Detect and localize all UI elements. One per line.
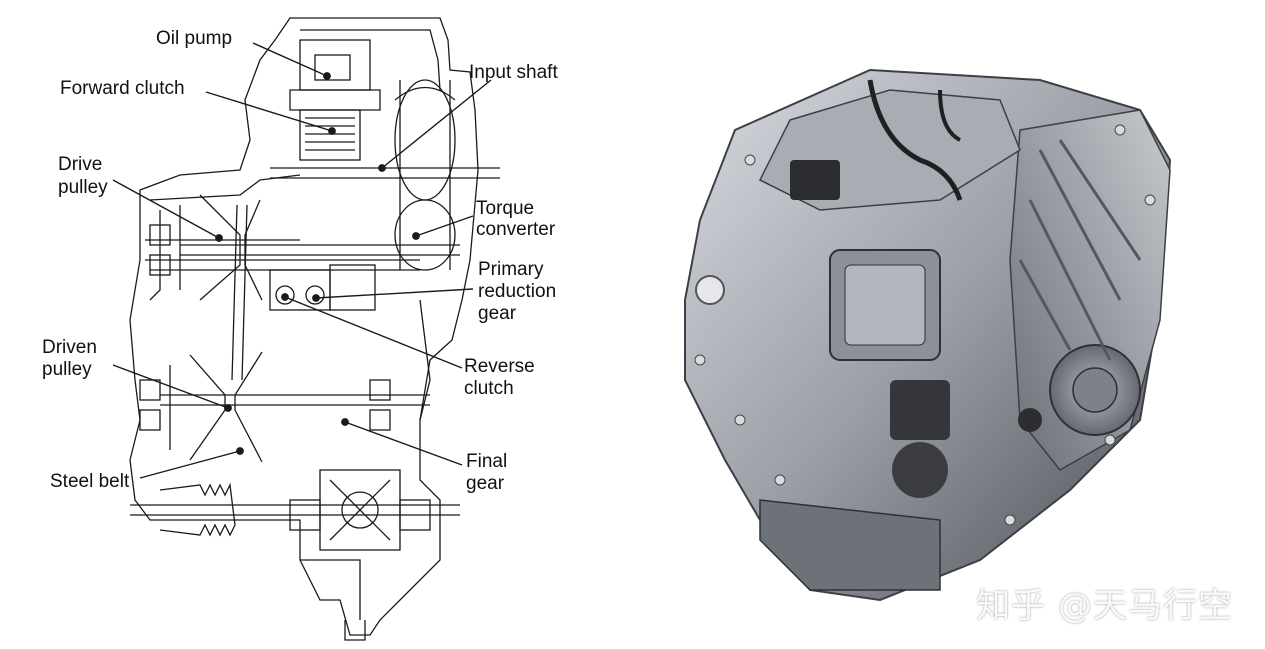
label-input-shaft: Input shaft bbox=[469, 62, 558, 83]
cvt-cross-section-diagram: Oil pump Forward clutch Input shaft Driv… bbox=[42, 17, 558, 641]
label-reverse-clutch-line1: Reverse bbox=[464, 356, 535, 377]
label-steel-belt: Steel belt bbox=[50, 471, 130, 492]
label-drive-pulley-line2: pulley bbox=[58, 177, 108, 198]
transmission-illustration bbox=[684, 68, 1172, 602]
label-primary-reduction-line3: gear bbox=[478, 303, 517, 324]
label-primary-reduction-line1: Primary bbox=[478, 259, 544, 280]
diagram-drawing bbox=[112, 17, 500, 641]
label-reverse-clutch-line2: clutch bbox=[464, 378, 514, 399]
watermark-text: 知乎 @天马行空 bbox=[976, 586, 1233, 626]
label-final-gear-line1: Final bbox=[466, 451, 508, 472]
label-driven-pulley-line1: Driven bbox=[42, 337, 97, 358]
label-final-gear-line2: gear bbox=[466, 473, 505, 494]
label-forward-clutch: Forward clutch bbox=[60, 78, 185, 99]
label-torque-converter-line2: converter bbox=[476, 219, 556, 240]
transmission-photo: 知乎 @天马行空 bbox=[640, 0, 1265, 649]
label-drive-pulley-line1: Drive bbox=[58, 154, 103, 175]
label-driven-pulley-line2: pulley bbox=[42, 359, 92, 380]
label-oil-pump: Oil pump bbox=[156, 28, 233, 49]
label-primary-reduction-line2: reduction bbox=[478, 281, 557, 302]
label-torque-converter-line1: Torque bbox=[476, 198, 535, 219]
